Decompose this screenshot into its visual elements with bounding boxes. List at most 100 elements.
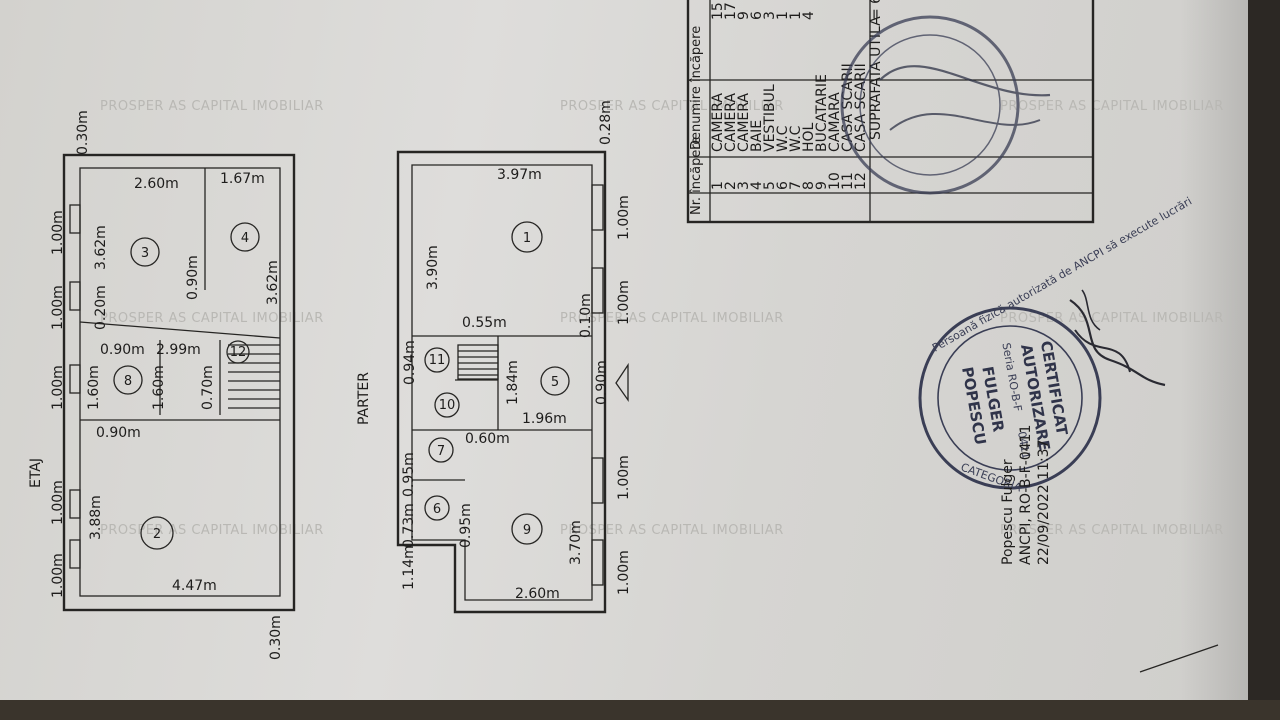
stamp-table <box>840 15 1051 195</box>
table-cell-name: CAMERA <box>736 93 752 152</box>
room-marker <box>428 437 454 463</box>
table-cell-area: 15 <box>710 2 726 20</box>
room-marker <box>230 222 260 252</box>
watermark: PROSPER AS CAPITAL IMOBILIAR <box>100 99 324 114</box>
watermarks: PROSPER AS CAPITAL IMOBILIAR PROSPER AS … <box>100 99 1224 538</box>
watermark: PROSPER AS CAPITAL IMOBILIAR <box>100 523 324 538</box>
table-header: Denumire încăpere <box>689 26 704 150</box>
room-number: 8 <box>124 374 132 389</box>
table-cell-nr: 11 <box>840 172 856 190</box>
total-area-value: = 69 <box>868 0 884 20</box>
table-cell-area: 3 <box>762 11 778 20</box>
table-cell-name: CAMERA <box>723 93 739 152</box>
dimension-label: 0.73m <box>401 503 417 548</box>
dimension-label: 2.60m <box>134 176 179 192</box>
dimension-label: 1.00m <box>50 285 66 330</box>
room-number: 4 <box>241 231 249 246</box>
stairs-etaj <box>228 344 280 409</box>
stamp-inner-ring <box>937 325 1083 471</box>
watermark: PROSPER AS CAPITAL IMOBILIAR <box>1000 99 1224 114</box>
watermark: PROSPER AS CAPITAL IMOBILIAR <box>560 311 784 326</box>
table-cell-nr: 9 <box>814 181 830 190</box>
dimension-label: 0.95m <box>401 452 417 497</box>
watermark: PROSPER AS CAPITAL IMOBILIAR <box>560 99 784 114</box>
table-cell-name: CAMARA <box>827 92 843 152</box>
table-cell-nr: 1 <box>710 181 726 190</box>
room-number: 10 <box>439 398 456 413</box>
watermark: PROSPER AS CAPITAL IMOBILIAR <box>100 311 324 326</box>
table-header: Nr. încăpere <box>689 137 704 215</box>
watermark: PROSPER AS CAPITAL IMOBILIAR <box>560 523 784 538</box>
windows-etaj <box>69 204 81 569</box>
authorization-stamp: Persoană fizică autorizată de ANCPI să e… <box>918 195 1194 495</box>
table-cell-nr: 3 <box>736 181 752 190</box>
dimension-label: 0.95m <box>458 503 474 548</box>
room-marker <box>226 340 250 364</box>
stamp-number: 0411 <box>1015 430 1033 460</box>
dimension-label: 2.99m <box>156 342 201 358</box>
table-cell-name: HOL <box>801 122 817 152</box>
table-cell-name: BAIE <box>749 120 765 152</box>
room-marker <box>434 392 460 418</box>
dimension-label: 0.70m <box>200 365 216 410</box>
table-cell-area: 4 <box>801 11 817 20</box>
dimension-label: 0.90m <box>185 255 201 300</box>
dimension-label: 3.97m <box>497 167 542 183</box>
table-cell-nr: 4 <box>749 181 765 190</box>
background-edge-bottom <box>0 700 1280 720</box>
room-marker <box>424 495 450 521</box>
stamp-outer-ring <box>918 306 1102 490</box>
room-number: 5 <box>551 375 559 390</box>
total-area-label: SUPRAFATA UTILA <box>868 16 884 140</box>
room-number: 7 <box>437 444 445 459</box>
dimension-label: 3.70m <box>568 520 584 565</box>
room-marker <box>424 347 450 373</box>
room-marker <box>540 366 570 396</box>
sheet-shadow <box>1180 0 1250 700</box>
table-cell-nr: 8 <box>801 181 817 190</box>
table-cell-name: W.C <box>775 125 791 152</box>
stamp-ring-top: Persoană fizică autorizată de ANCPI să e… <box>930 195 1194 355</box>
dimension-label: 3.62m <box>93 225 109 270</box>
dimension-label: 0.55m <box>462 315 507 331</box>
room-number: 1 <box>523 231 531 246</box>
pen-mark <box>1139 644 1219 673</box>
signer-name: Popescu Fulger <box>1000 459 1016 565</box>
dimension-label: 3.88m <box>88 495 104 540</box>
dimension-label: 0.94m <box>402 340 418 385</box>
table-cell-name: CAMERA <box>710 93 726 152</box>
wall <box>79 321 281 339</box>
signer-authority: ANCPI, RO-B-F-0411 <box>1018 425 1034 565</box>
watermark: PROSPER AS CAPITAL IMOBILIAR <box>1000 311 1224 326</box>
dimension-label: 0.28m <box>598 100 614 145</box>
room-table: Nr. încăpere Denumire încăpere 1 2 3 4 5… <box>686 0 1095 224</box>
background-edge-right <box>1248 0 1280 720</box>
dimension-label: 1.00m <box>50 365 66 410</box>
dimension-label: 0.30m <box>268 615 284 660</box>
stairs-parter <box>457 344 499 380</box>
floor-label-etaj: ETAJ <box>28 458 44 488</box>
watermark: PROSPER AS CAPITAL IMOBILIAR <box>1000 523 1224 538</box>
dimension-label: 0.30m <box>75 110 91 155</box>
dimension-label: 2.60m <box>515 586 560 602</box>
dimension-label: 1.00m <box>50 480 66 525</box>
table-cell-nr: 5 <box>762 181 778 190</box>
signature-date: 22/09/2022 11:37 <box>1036 440 1052 566</box>
dimension-label: 1.00m <box>616 455 632 500</box>
etaj-outer-wall <box>62 153 296 612</box>
windows-parter <box>591 184 604 586</box>
table-cell-name: VESTIBUL <box>762 84 778 152</box>
digital-signature-note: Popescu Fulger ANCPI, RO-B-F-0411 22/09/… <box>1000 425 1052 565</box>
room-marker <box>511 221 543 253</box>
dimension-label: 0.90m <box>96 425 141 441</box>
room-number: 2 <box>153 527 161 542</box>
dimension-label: 3.90m <box>425 245 441 290</box>
table-cell-area: 9 <box>736 11 752 20</box>
room-number: 11 <box>429 353 446 368</box>
dimension-label: 1.00m <box>616 550 632 595</box>
room-marker <box>511 513 543 545</box>
table-cell-nr: 7 <box>788 181 804 190</box>
dimension-label: 1.60m <box>151 365 167 410</box>
